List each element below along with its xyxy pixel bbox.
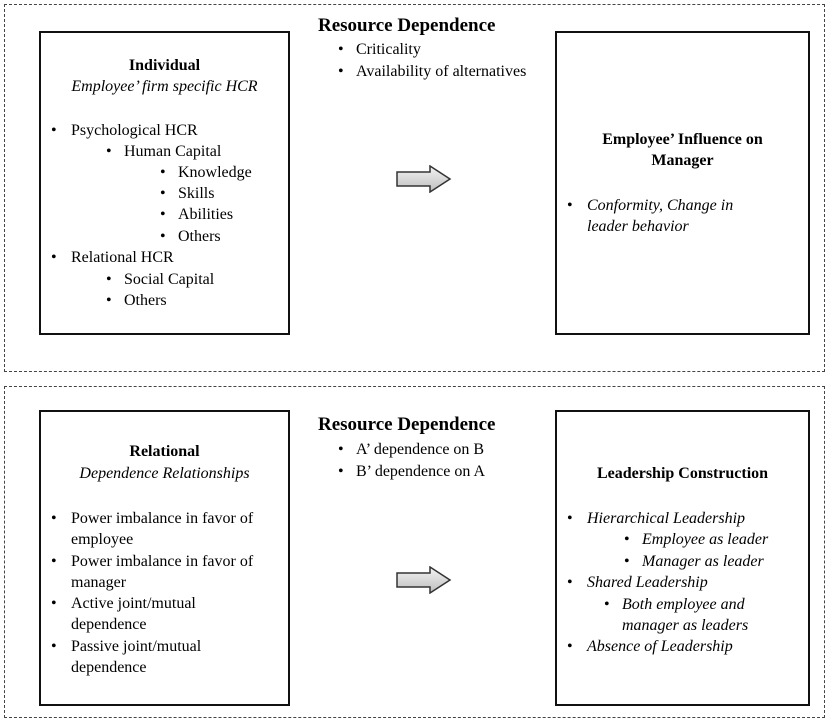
bullet: • — [51, 122, 57, 139]
bullet: • — [338, 463, 344, 480]
relational-item-1-line2: employee — [71, 531, 134, 548]
leadership-item-manager-as-leader: Manager as leader — [642, 553, 764, 570]
bullet: • — [51, 638, 57, 655]
bullet: • — [624, 531, 630, 548]
relational-box — [39, 410, 290, 706]
top-resource-dependence-title: Resource Dependence — [318, 15, 496, 36]
employee-influence-title-line1: Employee’ Influence on — [602, 131, 763, 148]
bullet: • — [567, 638, 573, 655]
individual-item-others-2: Others — [124, 292, 167, 309]
bottom-resource-dependence-title: Resource Dependence — [318, 414, 496, 435]
bullet: • — [160, 206, 166, 223]
individual-item-knowledge: Knowledge — [178, 164, 252, 181]
relational-item-3-line1: Active joint/mutual — [71, 595, 196, 612]
bullet: • — [567, 510, 573, 527]
bullet: • — [160, 185, 166, 202]
bottom-rd-item-b: B’ dependence on A — [356, 463, 485, 480]
influence-item-line2: leader behavior — [587, 218, 689, 235]
leadership-item-hierarchical: Hierarchical Leadership — [587, 510, 746, 527]
bullet: • — [604, 596, 610, 613]
relational-item-2-line2: manager — [71, 574, 127, 591]
leadership-item-shared: Shared Leadership — [587, 574, 708, 591]
employee-influence-title-line2: Manager — [651, 152, 714, 169]
leadership-construction-title: Leadership Construction — [596, 465, 769, 482]
individual-item-social-capital: Social Capital — [124, 271, 215, 288]
influence-item-line1: Conformity, Change in — [587, 197, 734, 214]
relational-subtitle: Dependence Relationships — [79, 465, 250, 482]
individual-title: Individual — [128, 57, 201, 74]
leadership-construction-box — [555, 410, 810, 706]
bottom-rd-item-a: A’ dependence on B — [356, 441, 485, 458]
bottom-panel — [4, 386, 825, 718]
relational-title: Relational — [129, 443, 200, 460]
bullet: • — [51, 249, 57, 266]
bullet: • — [51, 595, 57, 612]
bullet: • — [51, 510, 57, 527]
top-panel — [4, 4, 825, 372]
leadership-item-both-line2: manager as leaders — [622, 617, 749, 634]
relational-item-1-line1: Power imbalance in favor of — [71, 510, 254, 527]
bullet: • — [160, 164, 166, 181]
bullet: • — [106, 271, 112, 288]
bullet: • — [567, 574, 573, 591]
relational-item-4-line1: Passive joint/mutual — [71, 638, 202, 655]
right-arrow-icon — [396, 566, 452, 594]
individual-item-psychological-hcr: Psychological HCR — [71, 122, 198, 139]
bullet: • — [51, 553, 57, 570]
leadership-item-both-line1: Both employee and — [622, 596, 745, 613]
relational-item-3-line2: dependence — [71, 616, 147, 633]
bullet: • — [338, 441, 344, 458]
leadership-item-employee-as-leader: Employee as leader — [642, 531, 769, 548]
relational-item-4-line2: dependence — [71, 659, 147, 676]
individual-item-abilities: Abilities — [178, 206, 234, 223]
bullet: • — [160, 228, 166, 245]
individual-item-relational-hcr: Relational HCR — [71, 249, 174, 266]
individual-box — [39, 31, 290, 335]
bullet: • — [106, 143, 112, 160]
individual-item-skills: Skills — [178, 185, 215, 202]
top-rd-item-alternatives: Availability of alternatives — [356, 63, 527, 80]
bullet: • — [624, 553, 630, 570]
individual-item-others-1: Others — [178, 228, 221, 245]
employee-influence-box — [555, 31, 810, 335]
right-arrow-icon — [396, 165, 452, 193]
bullet: • — [338, 41, 344, 58]
individual-subtitle: Employee’ firm specific HCR — [71, 78, 258, 95]
top-rd-item-criticality: Criticality — [356, 41, 421, 58]
relational-item-2-line1: Power imbalance in favor of — [71, 553, 254, 570]
individual-item-human-capital: Human Capital — [124, 143, 222, 160]
leadership-item-absence: Absence of Leadership — [587, 638, 733, 655]
bullet: • — [338, 63, 344, 80]
bullet: • — [106, 292, 112, 309]
bullet: • — [567, 197, 573, 214]
